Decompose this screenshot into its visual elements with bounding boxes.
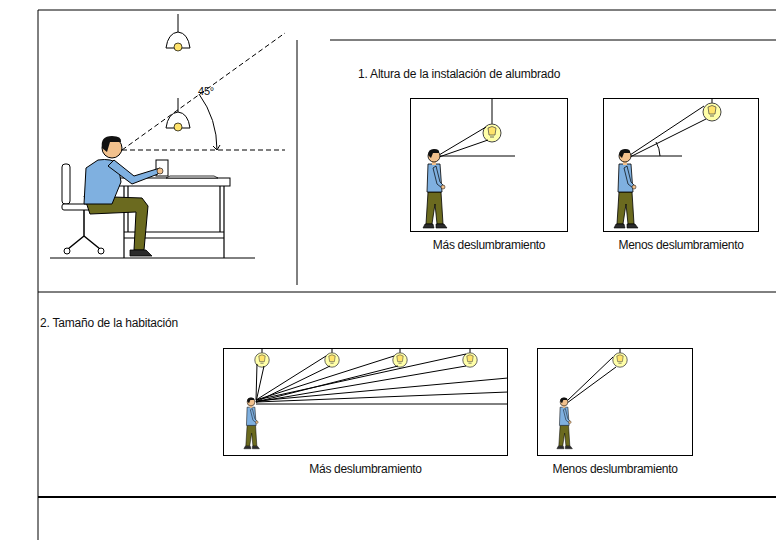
- panel-caption: Menos deslumbramiento: [603, 238, 759, 252]
- glare-scene: [325, 353, 339, 367]
- glare-scene: [712, 99, 713, 103]
- panel-frame: [223, 348, 508, 456]
- seated-person: [102, 136, 121, 152]
- glare-scene: [630, 106, 706, 157]
- office-chair: [98, 248, 104, 254]
- glare-scene: [620, 349, 621, 353]
- panel-caption: Más deslumbramiento: [410, 238, 568, 252]
- office-chair: [68, 210, 100, 249]
- glare-scene: [656, 142, 660, 156]
- glare-scene: [244, 349, 508, 449]
- glare-scene: [613, 353, 627, 367]
- section-heading: 1. Altura de la instalación de alumbrado: [358, 67, 560, 81]
- office-chair: [62, 164, 70, 204]
- separator-line: [38, 292, 776, 293]
- seated-person: [157, 168, 163, 174]
- pendant-lamp: [174, 123, 182, 131]
- seated-person: [84, 136, 163, 256]
- angle-arc: [199, 94, 217, 150]
- separator-line: [330, 40, 776, 41]
- office-chair: [64, 248, 70, 254]
- section-heading: 2. Tamaño de la habitación: [40, 316, 178, 330]
- panel-frame: [410, 98, 568, 232]
- separator-line: [297, 40, 298, 285]
- glare-scene: [630, 156, 682, 157]
- panel-box: Menos deslumbramiento: [603, 98, 759, 258]
- seated-scene: [50, 14, 285, 258]
- glare-scene: [557, 349, 627, 449]
- page-border: [38, 10, 776, 540]
- panel-frame: [537, 348, 693, 456]
- glare-scene: [393, 353, 407, 367]
- glare-scene: [703, 103, 721, 121]
- glare-scene: [256, 404, 508, 405]
- panel-box: Más deslumbramiento: [223, 348, 508, 482]
- pendant-lamp: [166, 98, 190, 131]
- sight-line: [122, 33, 285, 150]
- glare-scene: [262, 349, 470, 353]
- sight-line: [122, 150, 285, 151]
- glare-scene: [614, 99, 721, 228]
- angle-arrow: [213, 145, 220, 150]
- panel-caption: Más deslumbramiento: [223, 462, 508, 476]
- glare-scene: [492, 99, 493, 124]
- glare-scene: [614, 149, 638, 228]
- desk: [166, 176, 218, 178]
- glare-scene: [423, 99, 515, 228]
- glare-scene: [439, 127, 488, 157]
- glare-scene: [256, 354, 508, 402]
- panel-frame: [603, 98, 759, 232]
- pendant-lamp: [174, 43, 182, 51]
- seated-person: [130, 250, 152, 256]
- glare-scene: [567, 357, 616, 403]
- panel-box: Menos deslumbramiento: [537, 348, 693, 482]
- panel-box: Más deslumbramiento: [410, 98, 568, 258]
- separator-line: [38, 496, 776, 498]
- pendant-lamp: [178, 14, 179, 32]
- glare-scene: [463, 353, 477, 367]
- angle-label: 45°: [198, 84, 214, 98]
- glare-scene: [244, 397, 260, 448]
- panel-caption: Menos deslumbramiento: [537, 462, 693, 476]
- glare-scene: [423, 149, 447, 228]
- glare-scene: [557, 397, 573, 448]
- glare-scene: [438, 156, 515, 157]
- seated-person: [108, 160, 160, 184]
- pendant-lamp: [166, 14, 190, 51]
